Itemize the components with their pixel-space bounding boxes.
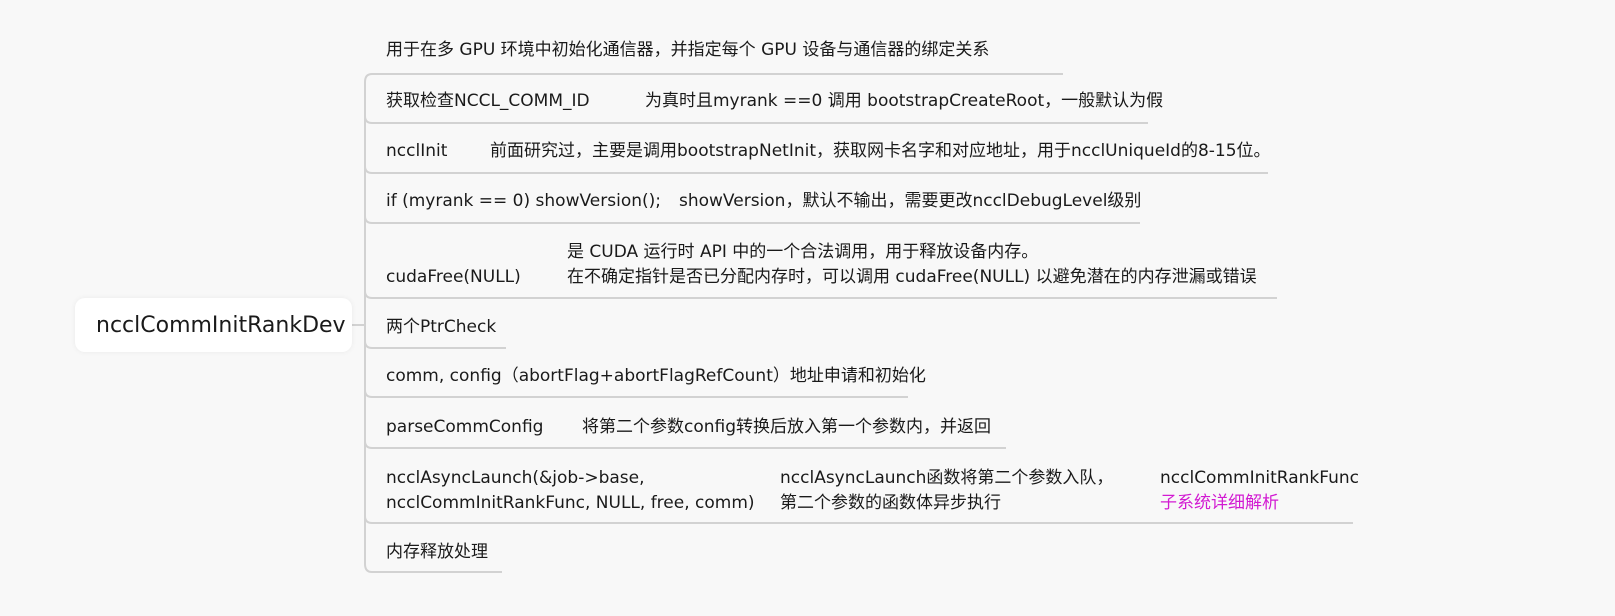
node-9-note-line1: ncclAsyncLaunch函数将第二个参数入队， [780, 468, 1114, 488]
node-4-text: if (myrank == 0) showVersion(); [386, 191, 661, 211]
trunk-line [364, 73, 373, 573]
node-9-text-line1: ncclAsyncLaunch(&job->base, [386, 468, 645, 488]
node-5-text: cudaFree(NULL) [386, 267, 521, 287]
node-2-text: 获取检查NCCL_COMM_ID [386, 91, 590, 111]
node-9-link[interactable]: 子系统详细解析 [1160, 493, 1279, 513]
node-5-note-line2: 在不确定指针是否已分配内存时，可以调用 cudaFree(NULL) 以避免潜在… [567, 267, 1257, 287]
node-9-note-line2: 第二个参数的函数体异步执行 [780, 493, 1001, 513]
node-9-link-line1: ncclCommInitRankFunc [1160, 468, 1359, 488]
root-node[interactable]: ncclCommInitRankDev [75, 298, 352, 352]
node-3-note: 前面研究过，主要是调用bootstrapNetInit，获取网卡名字和对应地址，… [490, 141, 1271, 161]
node-7-text: comm, config（abortFlag+abortFlagRefCount… [386, 366, 926, 386]
node-4-note: showVersion，默认不输出，需要更改ncclDebugLevel级别 [679, 191, 1142, 211]
root-label: ncclCommInitRankDev [96, 312, 346, 338]
node-8-note: 将第二个参数config转换后放入第一个参数内，并返回 [582, 417, 992, 437]
node-5-note-line1: 是 CUDA 运行时 API 中的一个合法调用，用于释放设备内存。 [567, 242, 1039, 262]
node-10-text: 内存释放处理 [386, 542, 488, 562]
node-8-text: parseCommConfig [386, 417, 544, 437]
node-2-note: 为真时且myrank ==0 调用 bootstrapCreateRoot，一般… [645, 91, 1164, 111]
node-6-text: 两个PtrCheck [386, 317, 497, 337]
node-3-text: ncclInit [386, 141, 448, 161]
node-1-text: 用于在多 GPU 环境中初始化通信器，并指定每个 GPU 设备与通信器的绑定关系 [386, 40, 990, 60]
node-9-text-line2: ncclCommInitRankFunc, NULL, free, comm) [386, 493, 755, 513]
